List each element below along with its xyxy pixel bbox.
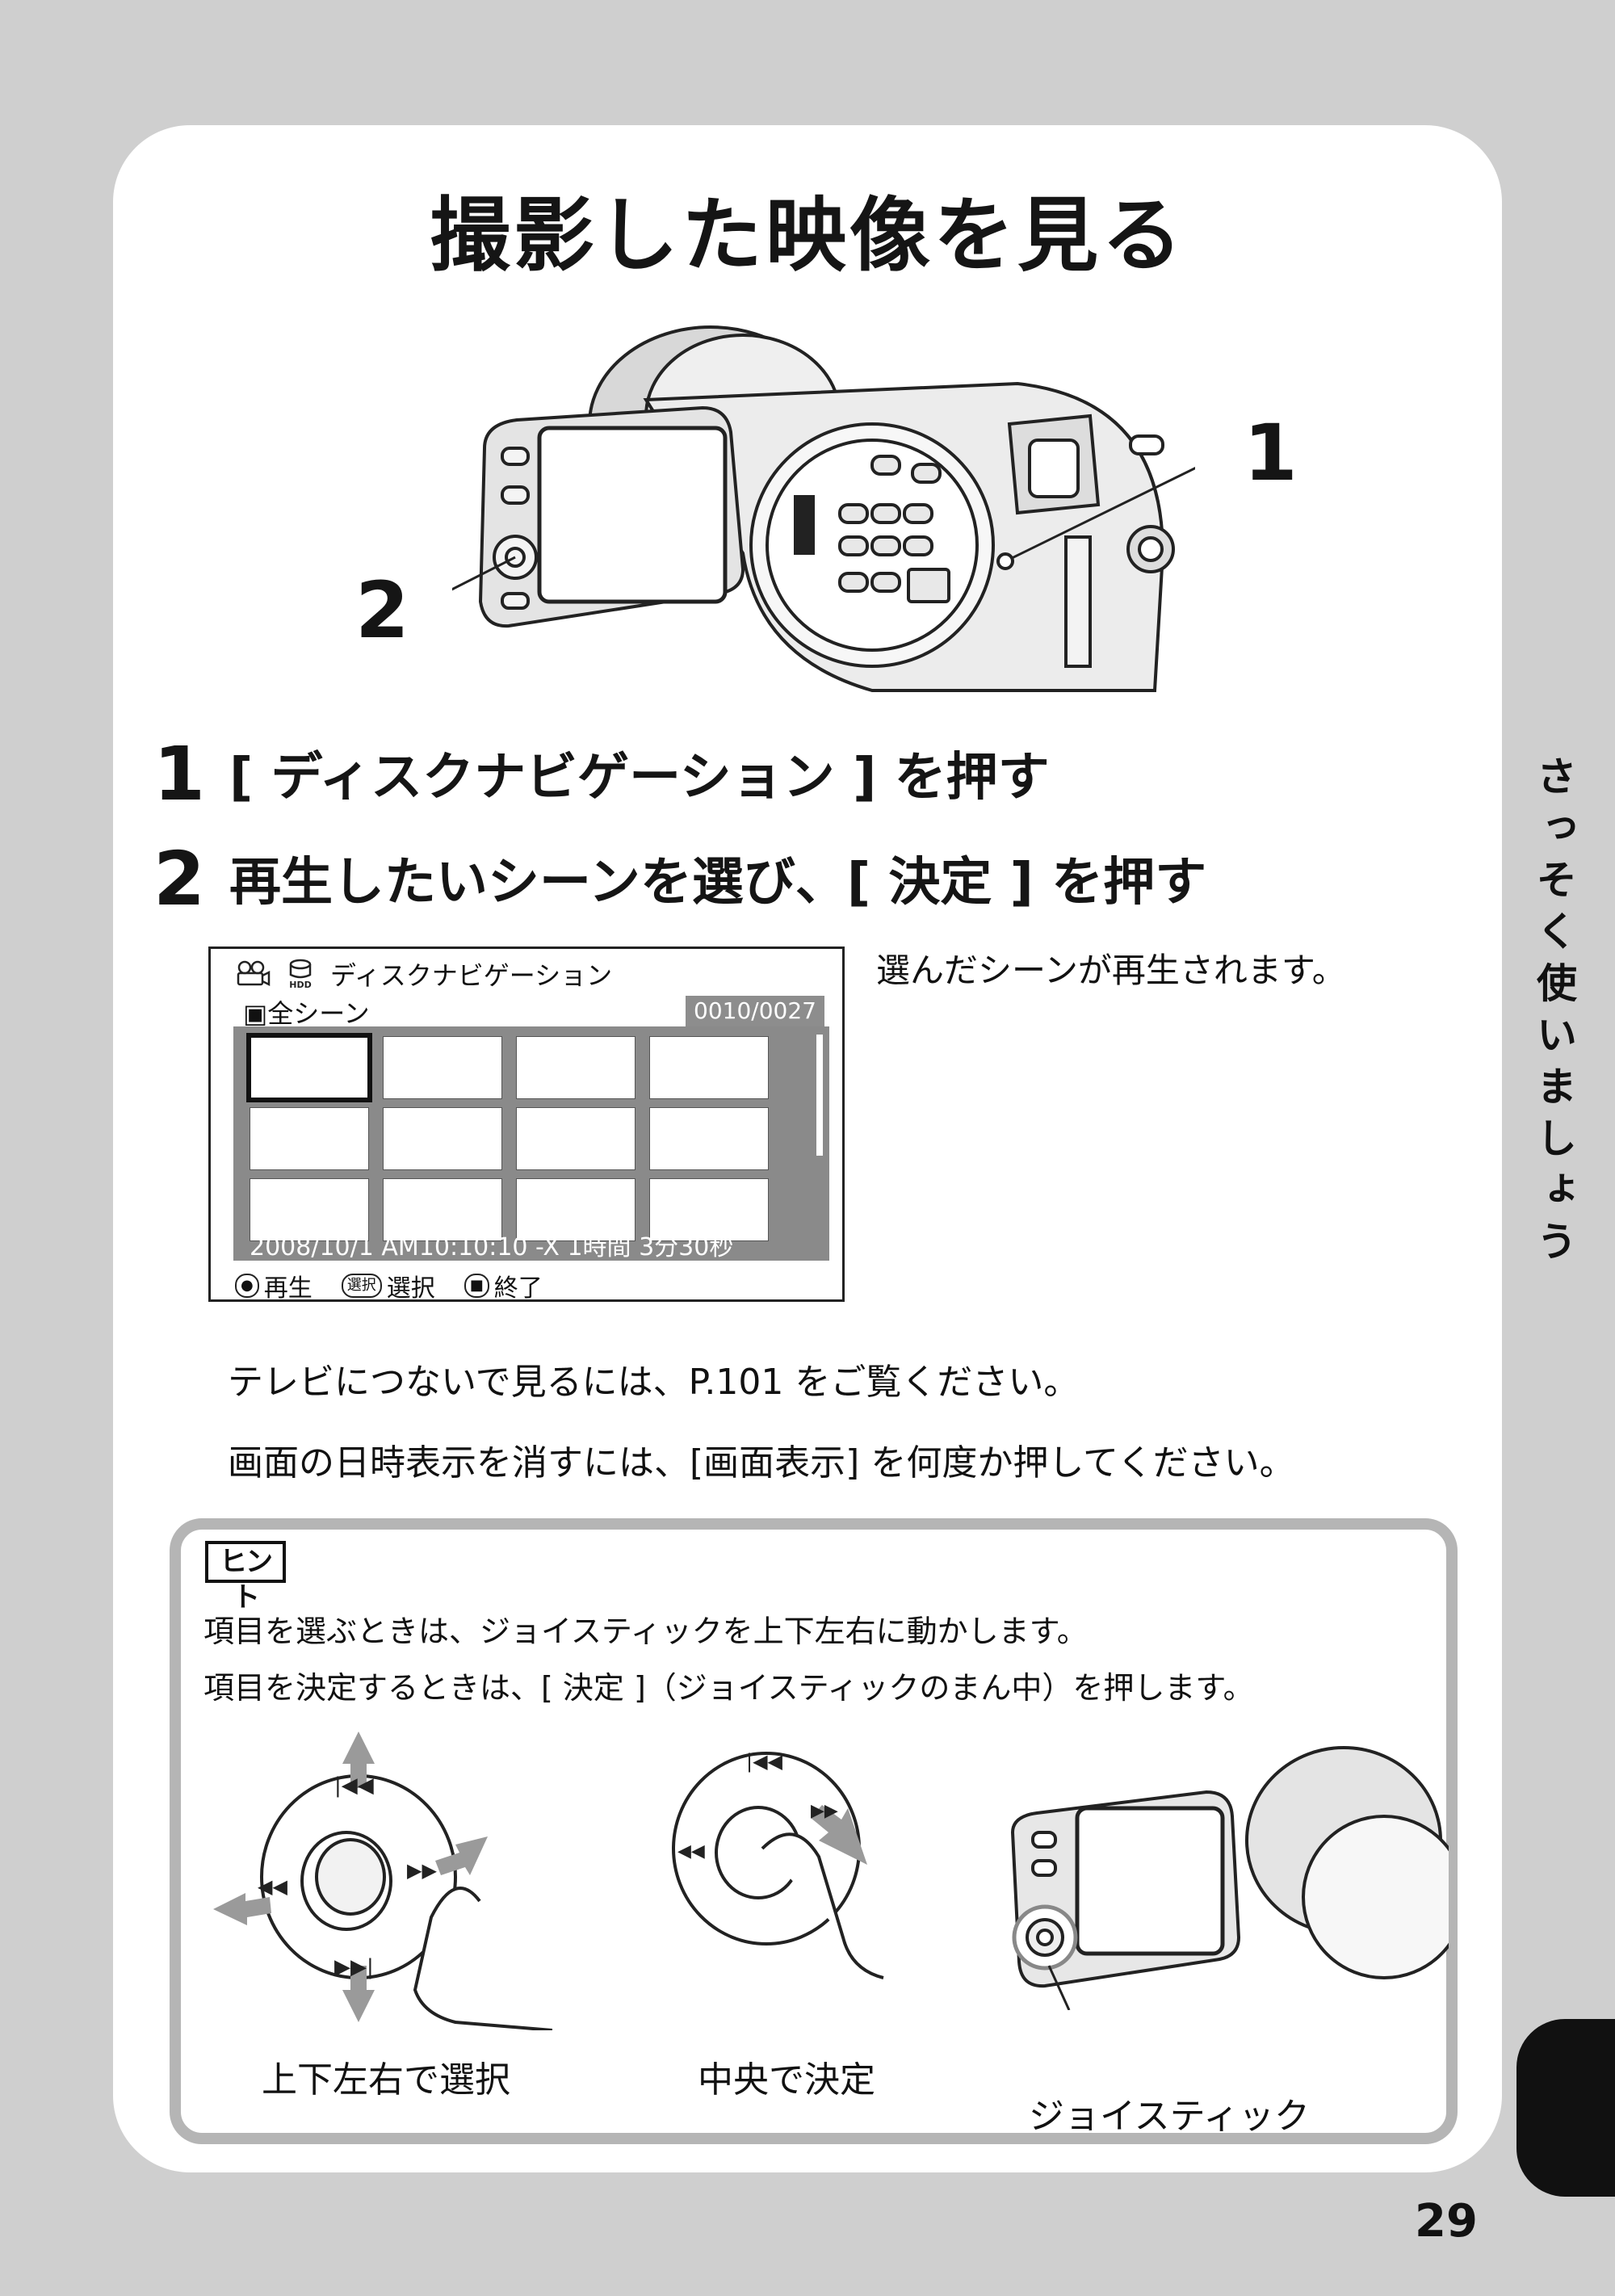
thumbnail[interactable] [383, 1036, 502, 1099]
hint-box: ヒント 項目を選ぶときは、ジョイスティックを上下左右に動かします。 項目を決定す… [170, 1518, 1458, 2144]
scene-counter: 0010/0027 [686, 996, 824, 1026]
stop-key-icon: ■ [464, 1274, 489, 1298]
result-text: 選んだシーンが再生されます。 [876, 951, 1346, 990]
screen-header: HDD ディスクナビゲーション [235, 955, 612, 993]
thumbnail[interactable] [250, 1107, 369, 1170]
thumbnail[interactable] [383, 1107, 502, 1170]
joystick-center-icon: ● [235, 1274, 259, 1298]
svg-text:◀◀: ◀◀ [677, 1841, 705, 1862]
joystick-directions-illustration: |◀◀ ◀◀ ▶▶ ▶▶| [213, 1731, 552, 2030]
svg-text:▶▶: ▶▶ [407, 1859, 437, 1882]
caption-joystick: ジョイスティック [1029, 2096, 1311, 2137]
page-title: 撮影した映像を見る [430, 188, 1185, 283]
note-date-display: 画面の日時表示を消すには、[画面表示] を何度か押してください。 [228, 1442, 1295, 1484]
caption-move-select: 上下左右で選択 [262, 2059, 510, 2101]
note-tv-connection: テレビにつないで見るには、P.101 をご覧ください。 [228, 1362, 1080, 1403]
hint-label: ヒント [205, 1541, 286, 1614]
select-key-icon: 選択 [341, 1274, 382, 1298]
svg-text:◀◀: ◀◀ [258, 1875, 287, 1898]
section-tab-label: さっそく使いましょう [1530, 755, 1577, 1272]
step-1: 1 [ ディスクナビゲーション ] を押す [153, 731, 1050, 817]
footer-play: ●再生 [235, 1268, 313, 1303]
svg-text:HDD: HDD [289, 980, 311, 989]
thumbnail[interactable] [649, 1107, 769, 1170]
playlist-icon: ▣ [243, 998, 268, 1029]
camcorder-joystick-illustration [1010, 1746, 1449, 2010]
disc-navigation-screen: HDD ディスクナビゲーション ▣全シーン 0010/0027 2008/10/… [208, 947, 845, 1303]
footer-exit: ■終了 [464, 1268, 543, 1303]
hint-line-2: 項目を決定するときは、[ 決定 ]（ジョイスティックのまん中）を押します。 [203, 1670, 1254, 1706]
thumbnail[interactable] [649, 1178, 769, 1241]
section-tab-marker [1516, 2019, 1615, 2197]
scene-status-line: 2008/10/1 AM10:10:10 -X 1時間 3分30秒 [250, 1233, 734, 1261]
step-1-number: 1 [153, 731, 206, 817]
svg-text:▶▶|: ▶▶| [334, 1955, 374, 1979]
callout-number-2: 2 [355, 565, 409, 656]
step-2: 2 再生したいシーンを選び、[ 決定 ] を押す [153, 836, 1206, 922]
screen-footer: ●再生 選択選択 ■終了 [235, 1268, 543, 1303]
thumbnail[interactable] [516, 1036, 636, 1099]
step-1-text: [ ディスクナビゲーション ] を押す [229, 748, 1050, 808]
thumbnail[interactable] [649, 1036, 769, 1099]
camera-icon [237, 960, 271, 987]
thumbnail[interactable] [516, 1178, 636, 1241]
step-2-number: 2 [153, 836, 206, 922]
callout-number-1: 1 [1244, 408, 1298, 498]
caption-center-confirm: 中央で決定 [698, 2059, 875, 2101]
joystick-press-illustration: |◀◀ ◀◀ ▶▶ [672, 1750, 884, 1979]
svg-text:▶▶: ▶▶ [811, 1801, 838, 1821]
footer-select: 選択選択 [341, 1268, 435, 1303]
page-number: 29 [1415, 2195, 1478, 2248]
thumbnail[interactable] [516, 1107, 636, 1170]
scrollbar[interactable] [816, 1035, 823, 1156]
thumbnail[interactable] [383, 1178, 502, 1241]
thumbnail[interactable] [250, 1178, 369, 1241]
svg-text:|◀◀: |◀◀ [334, 1773, 374, 1798]
svg-text:|◀◀: |◀◀ [746, 1750, 783, 1773]
step-2-text: 再生したいシーンを選び、[ 決定 ] を押す [229, 853, 1207, 913]
hdd-icon: HDD [289, 959, 312, 989]
thumbnail-grid [233, 1026, 829, 1261]
screen-title: ディスクナビゲーション [330, 960, 613, 991]
thumbnail[interactable] [246, 1033, 372, 1102]
camcorder-illustration [452, 325, 1195, 692]
all-scenes-label: ▣全シーン [243, 998, 370, 1029]
hint-line-1: 項目を選ぶときは、ジョイスティックを上下左右に動かします。 [203, 1614, 1088, 1649]
